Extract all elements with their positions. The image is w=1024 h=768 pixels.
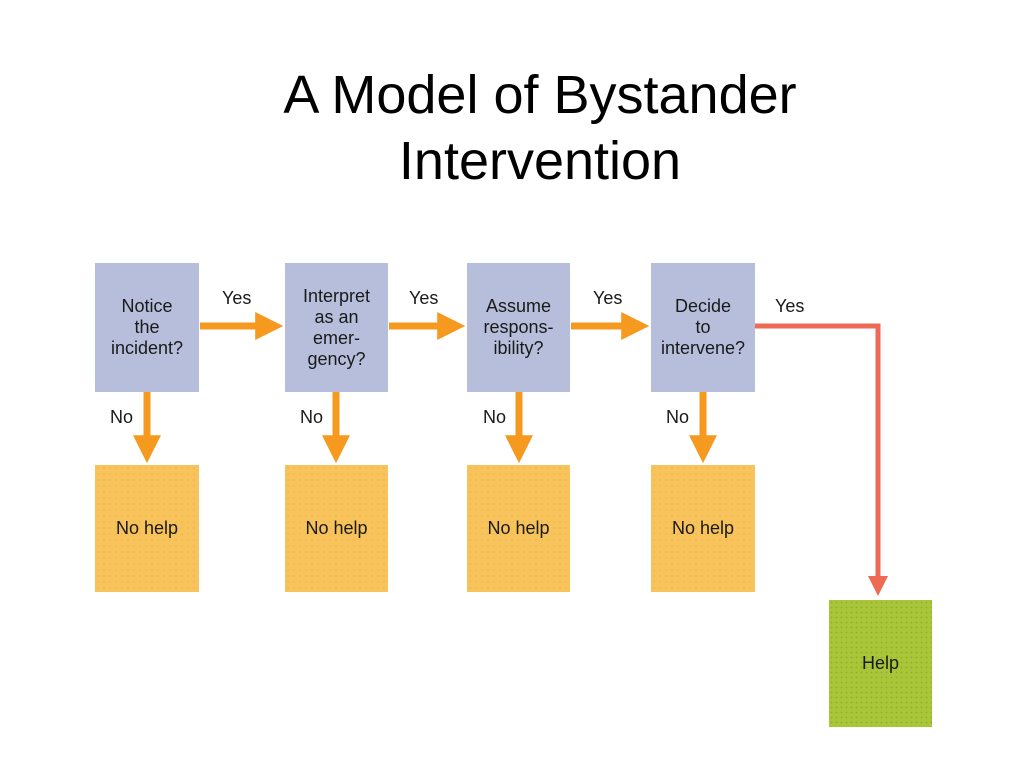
- no-label-2: No: [300, 407, 324, 427]
- question-box-assume: Assume respons- ibility?: [467, 263, 570, 392]
- no-label-3: No: [483, 407, 507, 427]
- title-line-2: Intervention: [398, 131, 682, 191]
- no-help-box-1: No help: [95, 465, 199, 592]
- diagram-title: A Model of Bystander Intervention: [200, 62, 880, 194]
- question-box-interpret: Interpret as an emer- gency?: [285, 263, 388, 392]
- question-box-decide: Decide to intervene?: [651, 263, 755, 392]
- title-line-1: A Model of Bystander: [283, 65, 797, 125]
- no-help-box-4: No help: [651, 465, 755, 592]
- help-box: Help: [829, 600, 932, 727]
- yes-label-4: Yes: [775, 296, 805, 316]
- yes-arrow-final: [755, 323, 888, 596]
- yes-label-1: Yes: [222, 288, 252, 308]
- no-label-4: No: [666, 407, 690, 427]
- yes-label-3: Yes: [593, 288, 623, 308]
- no-help-box-2: No help: [285, 465, 388, 592]
- no-help-box-3: No help: [467, 465, 570, 592]
- yes-label-2: Yes: [409, 288, 439, 308]
- no-label-1: No: [110, 407, 134, 427]
- question-box-notice: Notice the incident?: [95, 263, 199, 392]
